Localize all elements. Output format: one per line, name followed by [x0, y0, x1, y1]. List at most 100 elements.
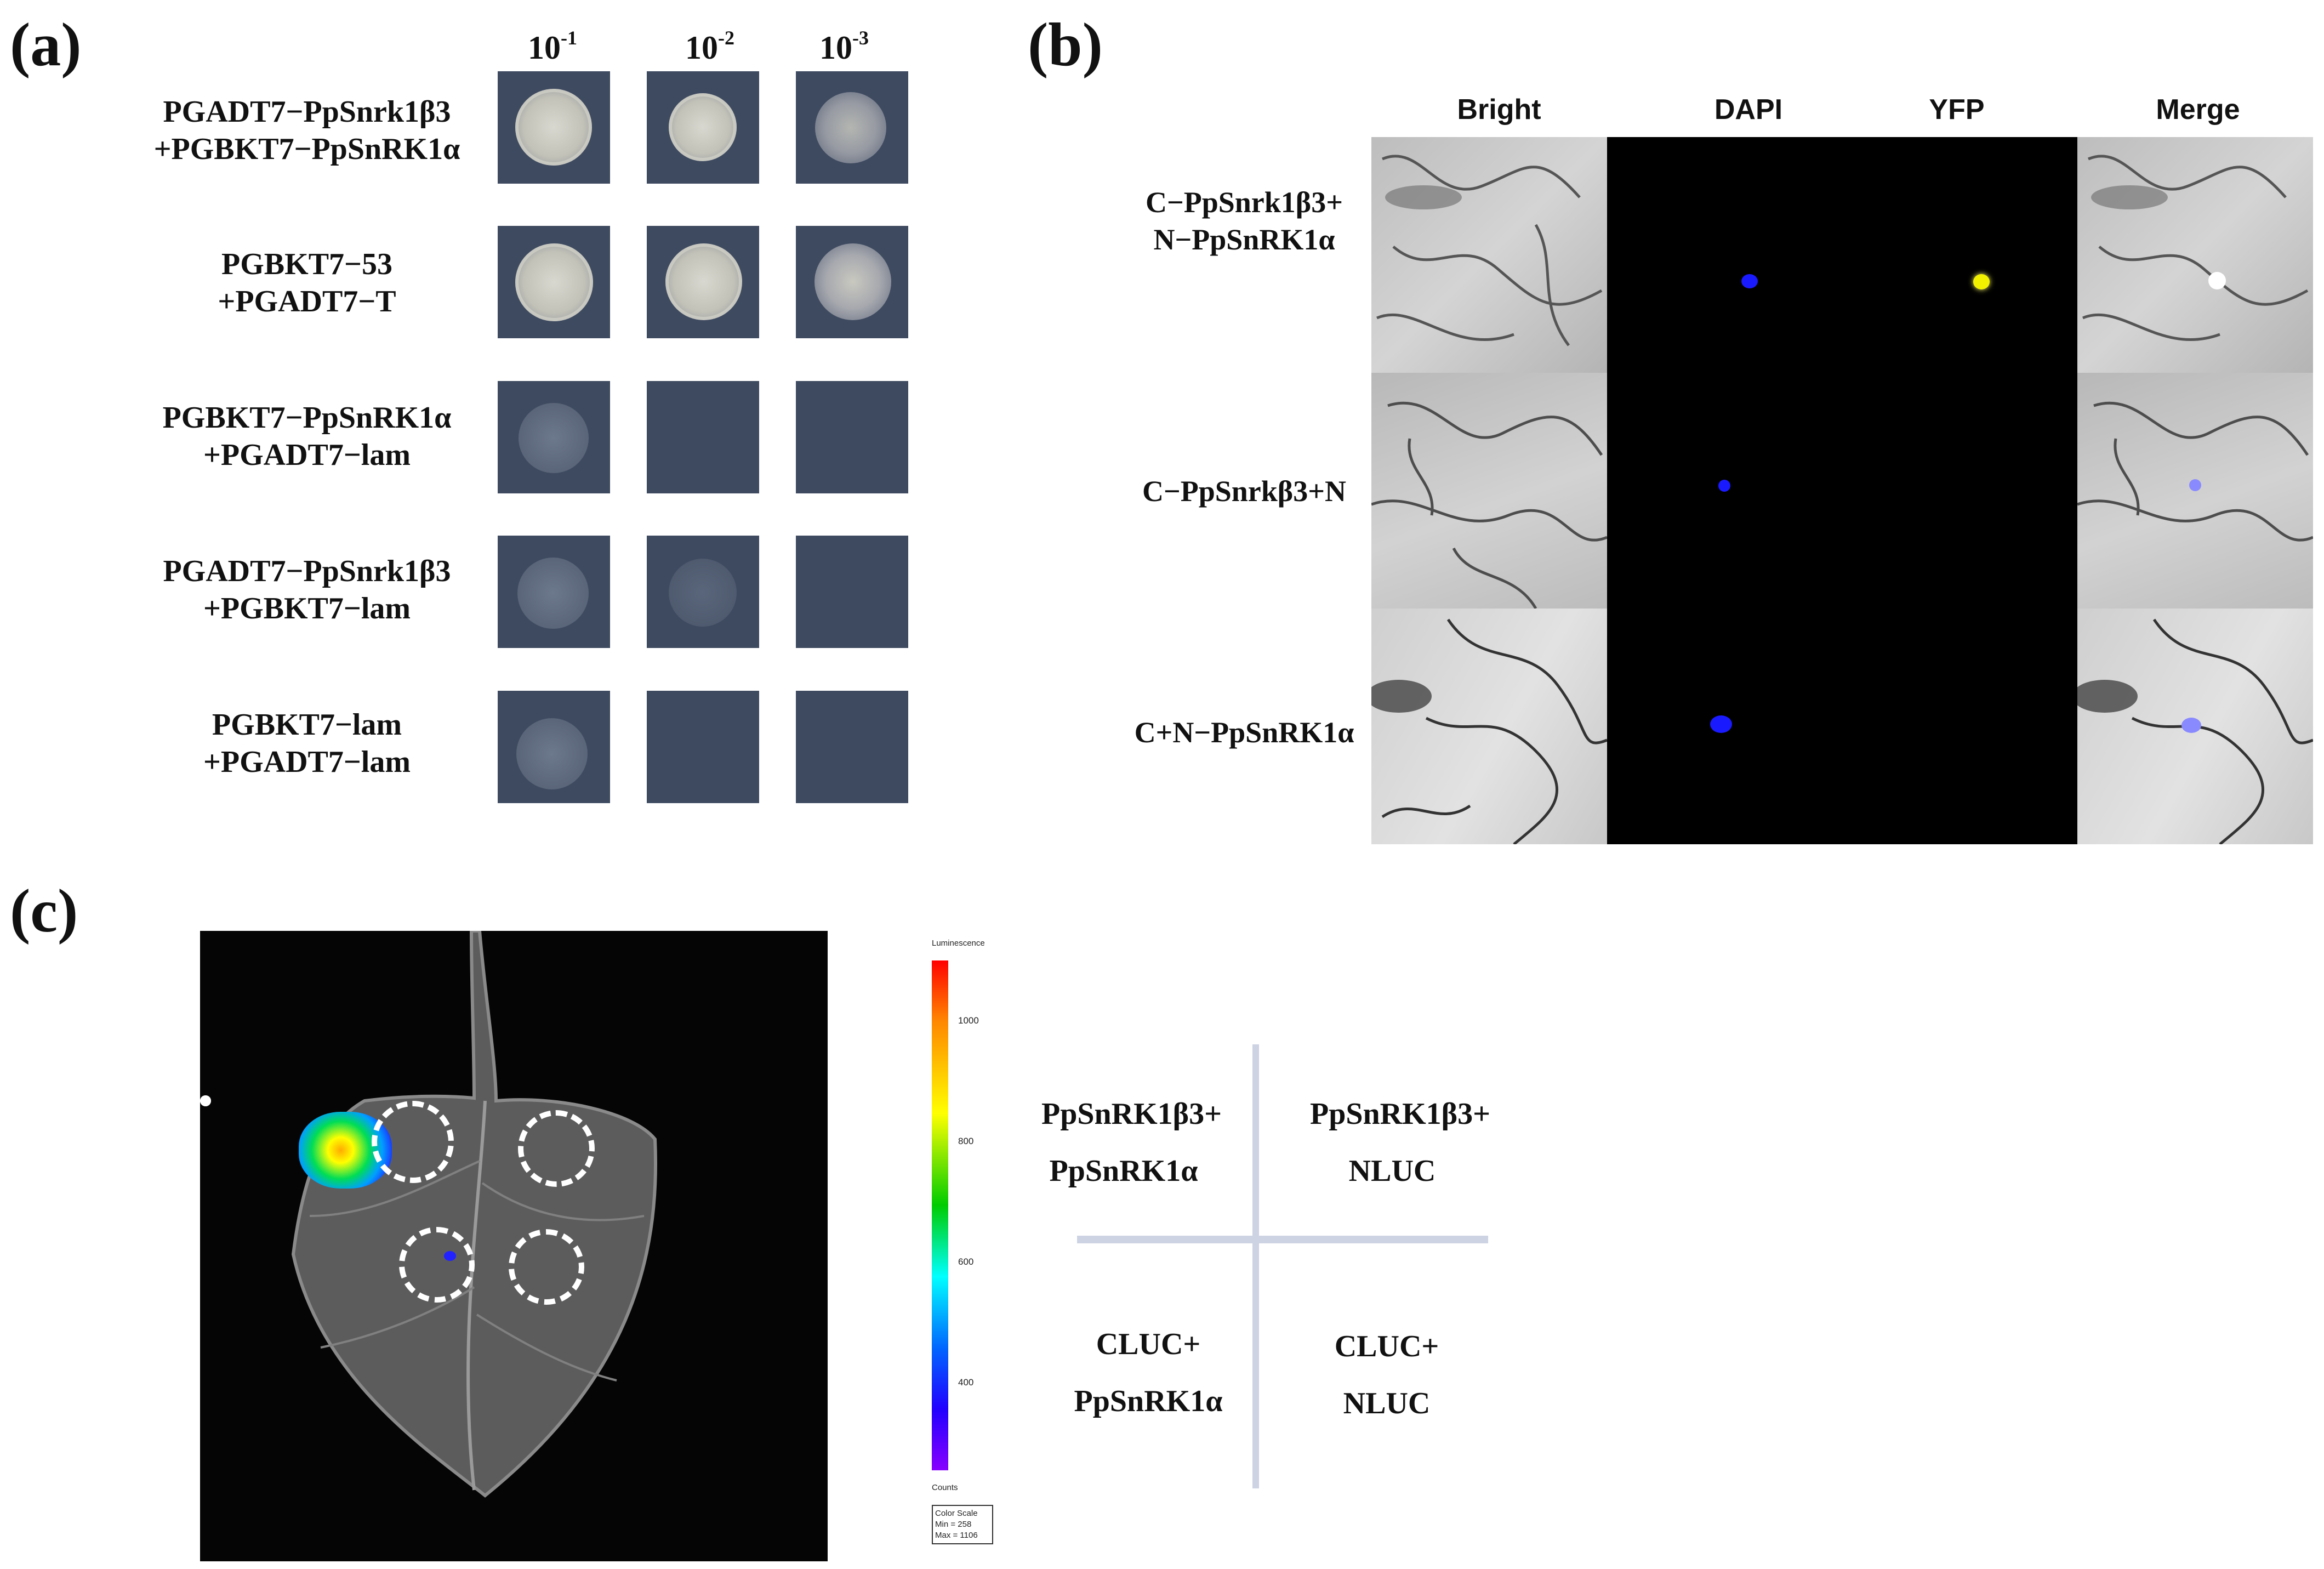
yeast-spot [647, 691, 759, 803]
label-line: PGBKT7−lam [212, 708, 402, 742]
cell-outline [1371, 618, 1607, 844]
yeast-spot [796, 381, 908, 493]
label-line: +PGADT7−T [218, 285, 396, 319]
label-line: PGBKT7−PpSnRK1α [162, 401, 452, 435]
cell-outline [2077, 618, 2313, 844]
dapi-nucleus [1718, 480, 1730, 492]
label-line: PGADT7−PpSnrk1β3 [163, 95, 451, 129]
fluorescence-background [1607, 137, 2077, 844]
label-line: NLUC [1343, 1386, 1431, 1420]
scale-tick: 1000 [958, 1015, 979, 1026]
quadrant-label-bottom-right: CLUC+ NLUC [1305, 1318, 1469, 1432]
dilution-header-1: 10-1 [495, 26, 610, 67]
merge-image [2077, 609, 2313, 844]
yeast-spot [647, 381, 759, 493]
column-header-dapi: DAPI [1714, 94, 1783, 126]
quadrant-divider-horizontal [1077, 1236, 1488, 1243]
label-line: PGBKT7−53 [221, 247, 392, 281]
infiltration-ring-bottom-right [509, 1229, 584, 1305]
label-line: PpSnRK1α [1049, 1154, 1198, 1188]
brightfield-image [1371, 137, 1607, 373]
column-header-yfp: YFP [1929, 94, 1985, 126]
panel-a-letter: (a) [10, 11, 82, 79]
label-line: NLUC [1348, 1154, 1436, 1188]
dilution-base: 10 [528, 30, 561, 66]
weak-signal-spot [444, 1251, 456, 1261]
dilution-exponent: -3 [852, 27, 869, 49]
cell-outline [1371, 401, 1607, 609]
dilution-header-2: 10-2 [652, 26, 767, 67]
yeast-spot [796, 691, 908, 803]
column-header-bright: Bright [1457, 94, 1541, 126]
y2h-row-label-5: PGBKT7−lam +PGADT7−lam [121, 706, 493, 781]
dilution-base: 10 [819, 30, 852, 66]
quadrant-label-bottom-left: CLUC+ PpSnRK1α [1066, 1316, 1231, 1430]
label-line: C+N−PpSnRK1α [1134, 716, 1354, 749]
yeast-spot [796, 226, 908, 338]
column-header-merge: Merge [2156, 94, 2240, 126]
label-line: PGADT7−PpSnrk1β3 [163, 554, 451, 588]
merge-image [2077, 373, 2313, 609]
label-line: +PGBKT7−lam [203, 592, 411, 626]
yeast-spot [647, 536, 759, 648]
quadrant-label-top-right: PpSnRK1β3+ NLUC [1310, 1085, 1491, 1200]
scale-box-title: Color Scale [935, 1509, 978, 1518]
dapi-nucleus [1710, 715, 1732, 733]
brightfield-image [1371, 609, 1607, 844]
cell-outline [2082, 155, 2309, 342]
bifc-row-label-3: C+N−PpSnRK1α [1091, 714, 1398, 751]
infiltration-ring-top-left [372, 1101, 454, 1183]
yeast-spot [796, 536, 908, 648]
dilution-exponent: -1 [561, 27, 577, 49]
y2h-row-label-2: PGBKT7−53 +PGADT7−T [121, 246, 493, 320]
cell-outline [2077, 401, 2313, 542]
label-line: CLUC+ [1334, 1329, 1439, 1363]
cell-outline [1376, 155, 1603, 346]
leaf-luminescence-image [200, 929, 828, 1561]
scale-max: Max = 1106 [935, 1531, 978, 1540]
color-scale-bar [932, 960, 948, 1470]
scale-tick: 600 [958, 1257, 974, 1267]
label-line: PpSnRK1β3+ [1310, 1097, 1491, 1131]
dilution-exponent: -2 [718, 27, 734, 49]
scale-tick: 400 [958, 1377, 974, 1388]
label-line: PpSnRK1β3+ [1041, 1097, 1222, 1131]
label-line: +PGADT7−lam [203, 438, 411, 472]
label-line: C−PpSnrkβ3+N [1142, 475, 1347, 508]
quadrant-label-top-left: PpSnRK1β3+ PpSnRK1α [1041, 1085, 1222, 1200]
yeast-spot [647, 226, 759, 338]
label-line: CLUC+ [1096, 1327, 1201, 1361]
yeast-spot [498, 691, 610, 803]
label-line: +PGADT7−lam [203, 745, 411, 779]
scale-unit: Counts [932, 1483, 958, 1492]
yeast-spot [498, 536, 610, 648]
infiltration-ring-bottom-left [399, 1227, 475, 1303]
bifc-row-label-1: C−PpSnrk1β3+ N−PpSnRK1α [1091, 184, 1398, 258]
quadrant-divider-vertical [1252, 1044, 1259, 1488]
yeast-spot [498, 71, 610, 184]
label-line: C−PpSnrk1β3+ [1145, 186, 1343, 219]
merge-image [2077, 137, 2313, 373]
panel-b-letter: (b) [1028, 11, 1103, 79]
label-line: N−PpSnRK1α [1153, 223, 1335, 256]
dilution-header-3: 10-3 [787, 26, 902, 67]
yeast-spot [498, 226, 610, 338]
dapi-nucleus [1741, 274, 1758, 288]
y2h-row-label-1: PGADT7−PpSnrk1β3 +PGBKT7−PpSnRK1α [121, 93, 493, 168]
infiltration-ring [200, 1095, 211, 1106]
bifc-row-label-2: C−PpSnrkβ3+N [1091, 473, 1398, 510]
label-line: +PGBKT7−PpSnRK1α [153, 132, 460, 166]
y2h-row-label-3: PGBKT7−PpSnRK1α +PGADT7−lam [121, 399, 493, 474]
scale-tick: 800 [958, 1136, 974, 1146]
label-line: PpSnRK1α [1074, 1384, 1223, 1418]
yeast-spot [647, 71, 759, 184]
scale-min: Min = 258 [935, 1520, 972, 1529]
panel-c-letter: (c) [10, 877, 78, 945]
yeast-spot [498, 381, 610, 493]
y2h-row-label-4: PGADT7−PpSnrk1β3 +PGBKT7−lam [121, 553, 493, 627]
brightfield-image [1371, 373, 1607, 609]
infiltration-ring-top-right [518, 1110, 595, 1187]
yfp-signal [1973, 274, 1990, 289]
leaf-svg [291, 929, 658, 1498]
scale-title: Luminescence [932, 939, 985, 948]
